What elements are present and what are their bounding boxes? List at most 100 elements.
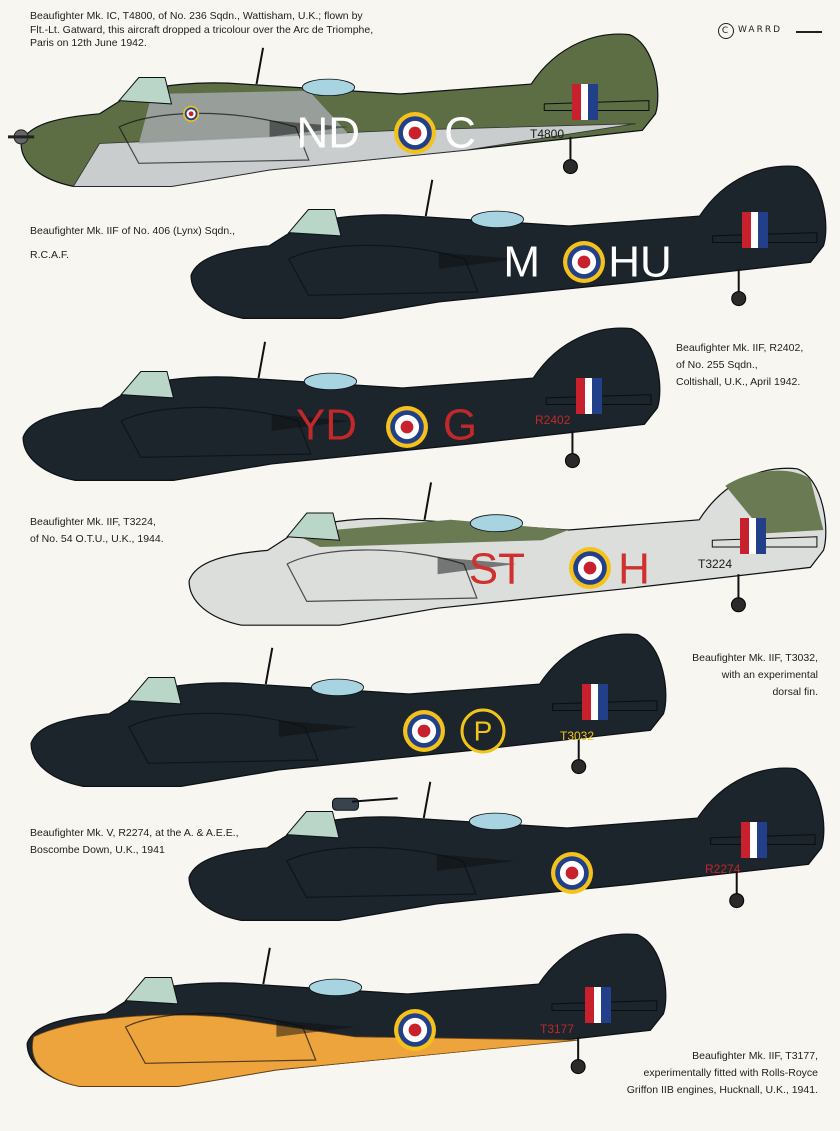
fuselage (190, 165, 827, 319)
fin-flash-white (594, 987, 601, 1023)
caption-line: Beaufighter Mk. IIF of No. 406 (Lynx) Sq… (30, 225, 236, 237)
tailwheel (729, 893, 745, 909)
fin-flash (741, 822, 767, 858)
caption-line: with an experimental (721, 669, 818, 681)
caption-line: Boscombe Down, U.K., 1941 (30, 844, 165, 856)
artist-signature: C WARRD (718, 20, 830, 44)
caption-line: of No. 54 O.T.U., U.K., 1944. (30, 533, 164, 545)
fin-flash-red (740, 518, 749, 554)
tailwheel (730, 597, 746, 613)
fin-flash-white (581, 84, 588, 120)
tailplane (551, 1000, 658, 1011)
caption-line: experimentally fitted with Rolls-Royce (643, 1067, 818, 1079)
tailwheel (731, 291, 747, 307)
code-letters-right: P (474, 715, 493, 746)
wing-root (278, 720, 358, 737)
signature-text: WARRD (738, 25, 783, 35)
serial-number: T4800 (530, 127, 564, 141)
radio-mast (255, 47, 265, 85)
cockpit-canopy (287, 209, 342, 237)
observer-blister (301, 78, 356, 97)
fin-flash (742, 212, 768, 248)
fin-flash-red (742, 212, 751, 248)
cockpit-canopy (124, 977, 179, 1005)
caption-line: dorsal fin. (772, 686, 818, 698)
roundel-red-center (408, 126, 422, 140)
radio-mast (264, 647, 274, 685)
fin-flash-blue (601, 987, 611, 1023)
roundel-red-center (400, 420, 414, 434)
caption-6: Beaufighter Mk. V, R2274, at the A. & A.… (30, 825, 330, 859)
fuselage-roundel (394, 1009, 436, 1051)
fin-flash-white (585, 378, 592, 414)
fin-flash-white (591, 684, 598, 720)
caption-line: Paris on 12th June 1942. (30, 37, 147, 49)
fuselage-roundel (394, 112, 436, 154)
caption-line: Beaufighter Mk. IIF, T3032, (692, 652, 818, 664)
code-letters-right: C (444, 109, 476, 158)
cockpit-canopy (118, 77, 173, 105)
fin-flash-blue (598, 684, 608, 720)
fin-flash (585, 987, 611, 1023)
caption-line: R.C.A.F. (30, 249, 70, 261)
aircraft-profile-2: M HU (190, 165, 827, 319)
wing-root (271, 414, 351, 431)
cockpit-canopy (127, 677, 182, 705)
radio-mast (422, 781, 432, 819)
tailplane (543, 100, 650, 111)
aircraft-profile-1: ND C T4800 (8, 33, 659, 187)
fuselage-roundel (551, 852, 593, 894)
caption-line: Beaufighter Mk. IIF, R2402, (676, 342, 804, 354)
roundel-red-center (565, 866, 579, 880)
copyright-symbol: C (718, 23, 734, 39)
tailplane (552, 700, 658, 711)
serial-number: T3032 (560, 729, 594, 743)
caption-7: Beaufighter Mk. IIF, T3177, experimental… (560, 1048, 818, 1099)
caption-line: Beaufighter Mk. IIF, T3224, (30, 516, 156, 528)
cockpit-canopy (286, 512, 341, 541)
observer-blister (308, 978, 363, 997)
fin-flash-blue (758, 212, 768, 248)
fuselage-roundel (563, 241, 605, 283)
caption-1: Beaufighter Mk. IC, T4800, of No. 236 Sq… (30, 10, 470, 51)
radio-mast (262, 947, 271, 985)
fin-flash (740, 518, 766, 554)
fin-flash-white (749, 518, 756, 554)
fuselage (188, 767, 825, 921)
fuselage-roundel (403, 710, 445, 752)
radio-mast (424, 179, 434, 217)
fin-flash-red (585, 987, 594, 1023)
serial-number: R2402 (535, 413, 571, 427)
observer-blister (303, 372, 358, 391)
caption-2: Beaufighter Mk. IIF of No. 406 (Lynx) Sq… (30, 219, 310, 267)
caption-line: of No. 255 Sqdn., (676, 359, 758, 371)
fin-flash-white (750, 822, 757, 858)
caption-line: Beaufighter Mk. IC, T4800, of No. 236 Sq… (30, 10, 363, 22)
code-letters-left: M (503, 238, 540, 287)
fin-flash (576, 378, 602, 414)
wing-root (438, 252, 518, 269)
tailplane (711, 536, 818, 548)
dorsal-turret (331, 797, 359, 811)
fin-flash-white (751, 212, 758, 248)
cockpit-canopy (285, 811, 340, 839)
tailwheel (564, 453, 580, 469)
code-letters-left: ND (296, 109, 360, 158)
observer-blister (311, 678, 364, 697)
fin-flash-blue (588, 84, 598, 120)
signature-flourish (796, 31, 822, 33)
aircraft-profile-5: P T3032 (30, 633, 667, 787)
turret-guns (351, 797, 398, 803)
code-letters-right: HU (608, 238, 672, 287)
fin-flash-blue (757, 822, 767, 858)
wing-root (436, 854, 516, 871)
fuselage-roundel (386, 406, 428, 448)
fin-flash-red (572, 84, 581, 120)
fin-flash-blue (592, 378, 602, 414)
roundel-red-center (408, 1023, 422, 1037)
tailwheel (562, 159, 578, 175)
roundel-red-center (417, 724, 431, 738)
